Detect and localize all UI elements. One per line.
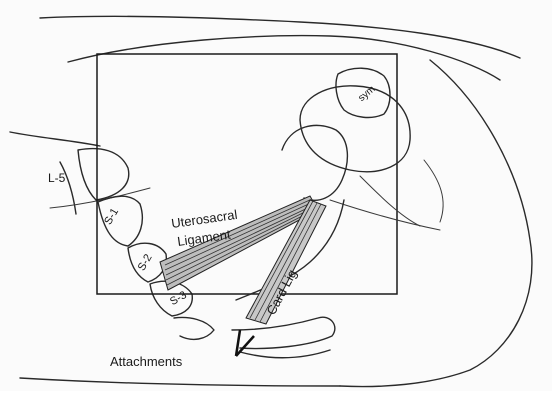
label-attachments: Attachments [110, 354, 183, 369]
label-l5: L-5 [48, 171, 66, 185]
vertebra-l5: L-5 [48, 149, 129, 200]
uterus-outline [282, 125, 347, 200]
attachments-callout: Attachments [110, 330, 254, 369]
vaginal-canal-line [330, 200, 440, 230]
label-s3: S-3 [168, 289, 189, 308]
coccyx-shape [174, 318, 214, 340]
buttock-outline [20, 378, 340, 386]
labia-line [424, 160, 443, 222]
thigh-outline [340, 60, 532, 387]
back-outline [10, 132, 100, 146]
lumbar-line [50, 188, 150, 208]
upper-body-curve [68, 36, 500, 80]
perineum-outline [240, 350, 330, 358]
bladder-outline [300, 86, 410, 172]
body-outlines [10, 16, 532, 386]
label-s1: S-1 [102, 206, 121, 227]
label-s2: S-2 [136, 252, 155, 273]
